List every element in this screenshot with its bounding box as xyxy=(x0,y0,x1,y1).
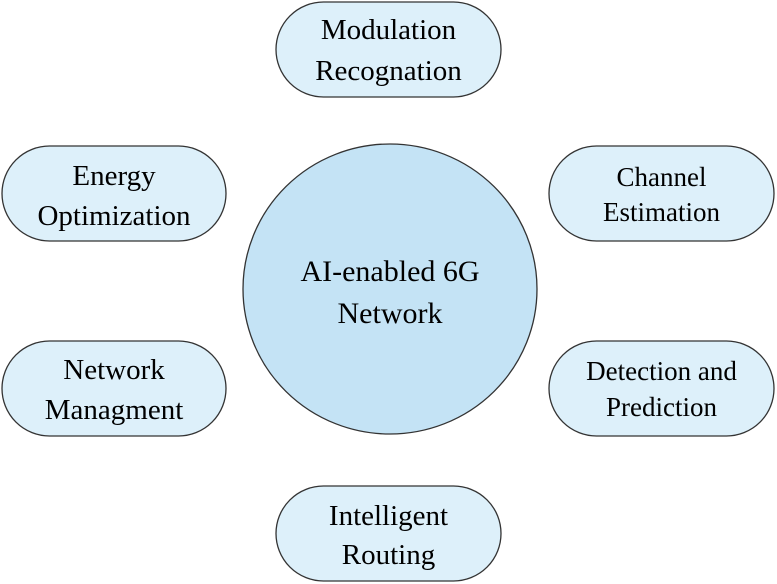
node-network-management-shape xyxy=(1,340,227,437)
node-energy-optimization: Energy Optimization xyxy=(1,145,227,242)
node-intelligent-routing-shape xyxy=(275,485,502,582)
center-label-line-2: Network xyxy=(338,297,443,330)
node-detection-and-prediction-shape xyxy=(548,340,775,437)
node-network-management: Network Managment xyxy=(1,340,227,437)
node-detection-and-prediction: Detection and Prediction xyxy=(548,340,775,437)
node-intelligent-routing-line-1: Intelligent xyxy=(329,500,448,532)
node-modulation-recognition-line-2: Recognation xyxy=(315,55,462,87)
node-modulation-recognition: Modulation Recognation xyxy=(275,1,502,98)
node-intelligent-routing-line-2: Routing xyxy=(342,539,435,571)
center-label-line-1: AI-enabled 6G xyxy=(300,255,479,288)
node-intelligent-routing: Intelligent Routing xyxy=(275,485,502,582)
node-channel-estimation: Channel Estimation xyxy=(548,145,775,242)
node-detection-and-prediction-line-1: Detection and xyxy=(586,356,737,386)
node-network-management-line-1: Network xyxy=(63,354,165,386)
node-modulation-recognition-line-1: Modulation xyxy=(321,14,457,46)
center-circle xyxy=(242,143,538,435)
node-network-management-line-2: Managment xyxy=(45,394,184,426)
node-channel-estimation-line-1: Channel xyxy=(617,162,707,192)
node-channel-estimation-line-2: Estimation xyxy=(603,197,720,227)
node-energy-optimization-shape xyxy=(1,145,227,242)
center-node: AI-enabled 6G Network xyxy=(242,143,538,435)
node-detection-and-prediction-line-2: Prediction xyxy=(606,392,717,422)
node-energy-optimization-line-2: Optimization xyxy=(37,200,191,232)
node-channel-estimation-shape xyxy=(548,145,775,242)
node-energy-optimization-line-1: Energy xyxy=(72,160,156,192)
node-modulation-recognition-shape xyxy=(275,1,502,98)
